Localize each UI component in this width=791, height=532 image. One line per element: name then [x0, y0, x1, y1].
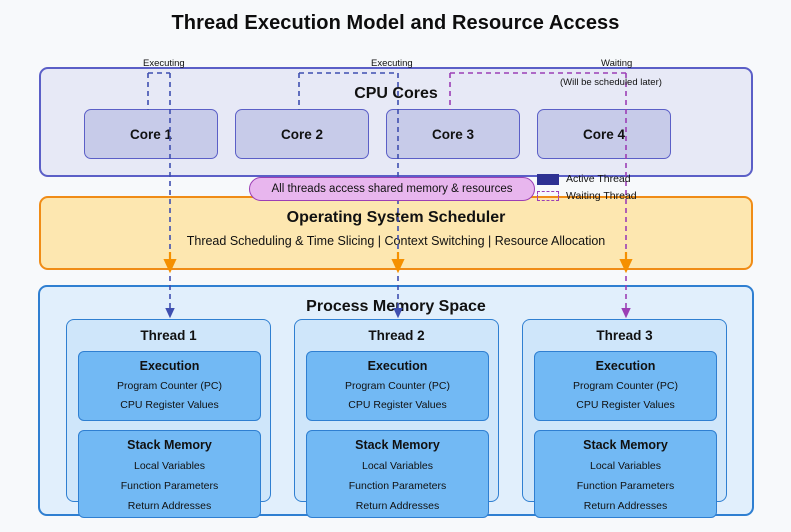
connector-label-core1: Executing	[143, 58, 185, 69]
thread-1-stack-box: Stack Memory Local Variables Function Pa…	[78, 430, 261, 518]
waiting-thread-swatch-icon	[537, 191, 559, 201]
active-thread-swatch-icon	[537, 173, 559, 185]
thread-3-box[interactable]: Thread 3 Execution Program Counter (PC) …	[522, 319, 727, 518]
cpu-cores-title: CPU Cores	[354, 85, 438, 102]
legend-label-active: Active Thread	[566, 173, 631, 185]
thread-3-execution-line-2: CPU Register Values	[576, 399, 675, 411]
thread-1-stack-line-1: Local Variables	[133, 460, 205, 472]
legend-item-active: Active Thread	[537, 172, 637, 186]
thread-2-execution-heading: Execution	[367, 359, 428, 373]
thread-1-execution-line-2: CPU Register Values	[120, 399, 219, 411]
thread-3-execution-line-1: Program Counter (PC)	[572, 380, 679, 392]
os-scheduler-panel: Operating System Scheduler Thread Schedu…	[39, 196, 753, 270]
page-title: Thread Execution Model and Resource Acce…	[171, 12, 620, 34]
thread-2-stack-line-1: Local Variables	[361, 460, 433, 472]
shared-resources-callout: All threads access shared memory & resou…	[249, 177, 535, 201]
thread-1-execution-line-1: Program Counter (PC)	[116, 380, 223, 392]
thread-3-title: Thread 3	[596, 328, 653, 343]
thread-3-stack-line-1: Local Variables	[589, 460, 661, 472]
thread-1-stack-heading: Stack Memory	[127, 438, 212, 452]
thread-3-execution-heading: Execution	[595, 359, 656, 373]
core-4-box[interactable]: Core 4	[537, 109, 671, 159]
thread-2-execution-line-2: CPU Register Values	[348, 399, 447, 411]
legend-item-waiting: Waiting Thread	[537, 189, 637, 203]
connector-label-core2: Executing	[371, 58, 413, 69]
thread-2-execution-box: Execution Program Counter (PC) CPU Regis…	[306, 351, 489, 421]
thread-1-box[interactable]: Thread 1 Execution Program Counter (PC) …	[66, 319, 271, 518]
thread-2-stack-line-2: Function Parameters	[348, 480, 447, 492]
thread-2-stack-box: Stack Memory Local Variables Function Pa…	[306, 430, 489, 518]
thread-2-execution-line-1: Program Counter (PC)	[344, 380, 451, 392]
core-1-box[interactable]: Core 1	[84, 109, 218, 159]
core-3-box[interactable]: Core 3	[386, 109, 520, 159]
thread-1-execution-box: Execution Program Counter (PC) CPU Regis…	[78, 351, 261, 421]
thread-3-stack-box: Stack Memory Local Variables Function Pa…	[534, 430, 717, 518]
connector-note-core3: (Will be scheduled later)	[560, 77, 662, 88]
thread-1-execution-heading: Execution	[139, 359, 200, 373]
thread-1-title: Thread 1	[140, 328, 197, 343]
thread-3-execution-box: Execution Program Counter (PC) CPU Regis…	[534, 351, 717, 421]
thread-3-stack-heading: Stack Memory	[583, 438, 668, 452]
thread-2-stack-heading: Stack Memory	[355, 438, 440, 452]
thread-2-stack-line-3: Return Addresses	[355, 500, 440, 512]
thread-2-title: Thread 2	[368, 328, 425, 343]
process-memory-title: Process Memory Space	[306, 298, 486, 315]
connector-label-core3: Waiting	[601, 58, 633, 69]
scheduler-title: Operating System Scheduler	[286, 209, 506, 226]
legend-label-waiting: Waiting Thread	[566, 190, 637, 202]
thread-2-box[interactable]: Thread 2 Execution Program Counter (PC) …	[294, 319, 499, 518]
legend: Active Thread Waiting Thread	[537, 172, 637, 206]
thread-1-stack-line-3: Return Addresses	[127, 500, 212, 512]
thread-1-stack-line-2: Function Parameters	[120, 480, 219, 492]
core-2-box[interactable]: Core 2	[235, 109, 369, 159]
thread-3-stack-line-2: Function Parameters	[576, 480, 675, 492]
scheduler-subtitle: Thread Scheduling & Time Slicing | Conte…	[186, 234, 606, 248]
thread-3-stack-line-3: Return Addresses	[583, 500, 668, 512]
